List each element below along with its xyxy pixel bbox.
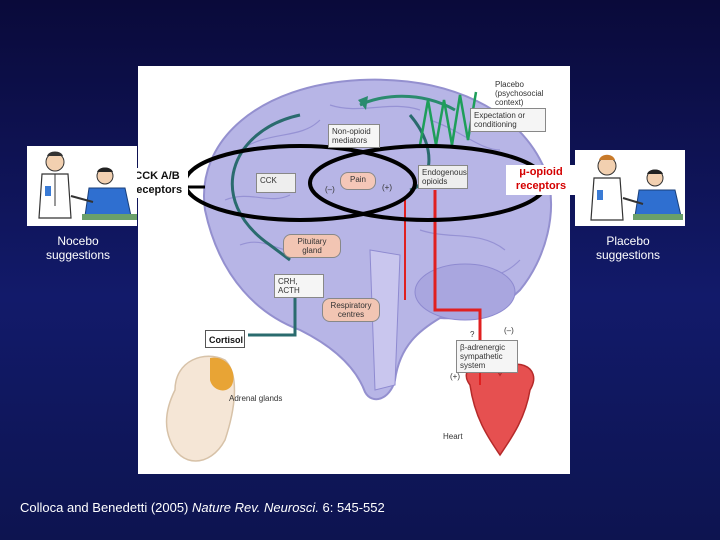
plus-sign-1: (+)	[382, 183, 392, 192]
cortisol-label: Cortisol	[205, 330, 245, 348]
citation-details: 6: 545-552	[318, 500, 385, 515]
question-mark: ?	[470, 330, 475, 339]
teal-pathway-down	[248, 290, 297, 337]
non-opioid-box: Non-opioid mediators	[328, 124, 380, 148]
placebo-suggestions-label: Placebo suggestions	[595, 234, 661, 262]
adrenal-label: Adrenal glands	[229, 394, 283, 403]
pain-box: Pain	[340, 172, 376, 190]
teal-pathway-left	[230, 113, 301, 262]
plus-sign-2: (+)	[450, 372, 460, 381]
heart-label: Heart	[443, 432, 463, 441]
citation-authors: Colloca and Benedetti (2005)	[20, 500, 193, 515]
cck-box: CCK	[256, 173, 296, 193]
citation: Colloca and Benedetti (2005) Nature Rev.…	[20, 500, 385, 515]
endogenous-box: Endogenous opioids	[418, 165, 468, 189]
minus-sign-1: (–)	[325, 185, 335, 194]
cerebellum	[414, 263, 516, 321]
red-pathway	[433, 190, 482, 340]
wavy-signal	[418, 91, 478, 146]
adrenal-cortex	[210, 357, 234, 391]
nocebo-illustration	[27, 146, 137, 226]
respiratory-box: Respiratory centres	[322, 298, 380, 322]
nocebo-suggestions-label: Nocebo suggestions	[45, 234, 111, 262]
pituitary-box: Pituitary gland	[283, 234, 341, 258]
crh-box: CRH, ACTH	[274, 274, 324, 298]
placebo-illustration	[575, 150, 685, 226]
brainstem	[369, 249, 401, 391]
sympathetic-box: β-adrenergic sympathetic system	[456, 340, 518, 373]
teal-arrowhead	[358, 96, 368, 110]
placebo-context-label: Placebo (psychosocial context)	[495, 80, 544, 107]
citation-journal: Nature Rev. Neurosci.	[192, 500, 319, 515]
mu-opioid-receptors-label: μ-opioid receptors	[506, 165, 576, 195]
minus-sign-2: (–)	[504, 326, 514, 335]
expectation-box: Expectation or conditioning	[470, 108, 546, 132]
